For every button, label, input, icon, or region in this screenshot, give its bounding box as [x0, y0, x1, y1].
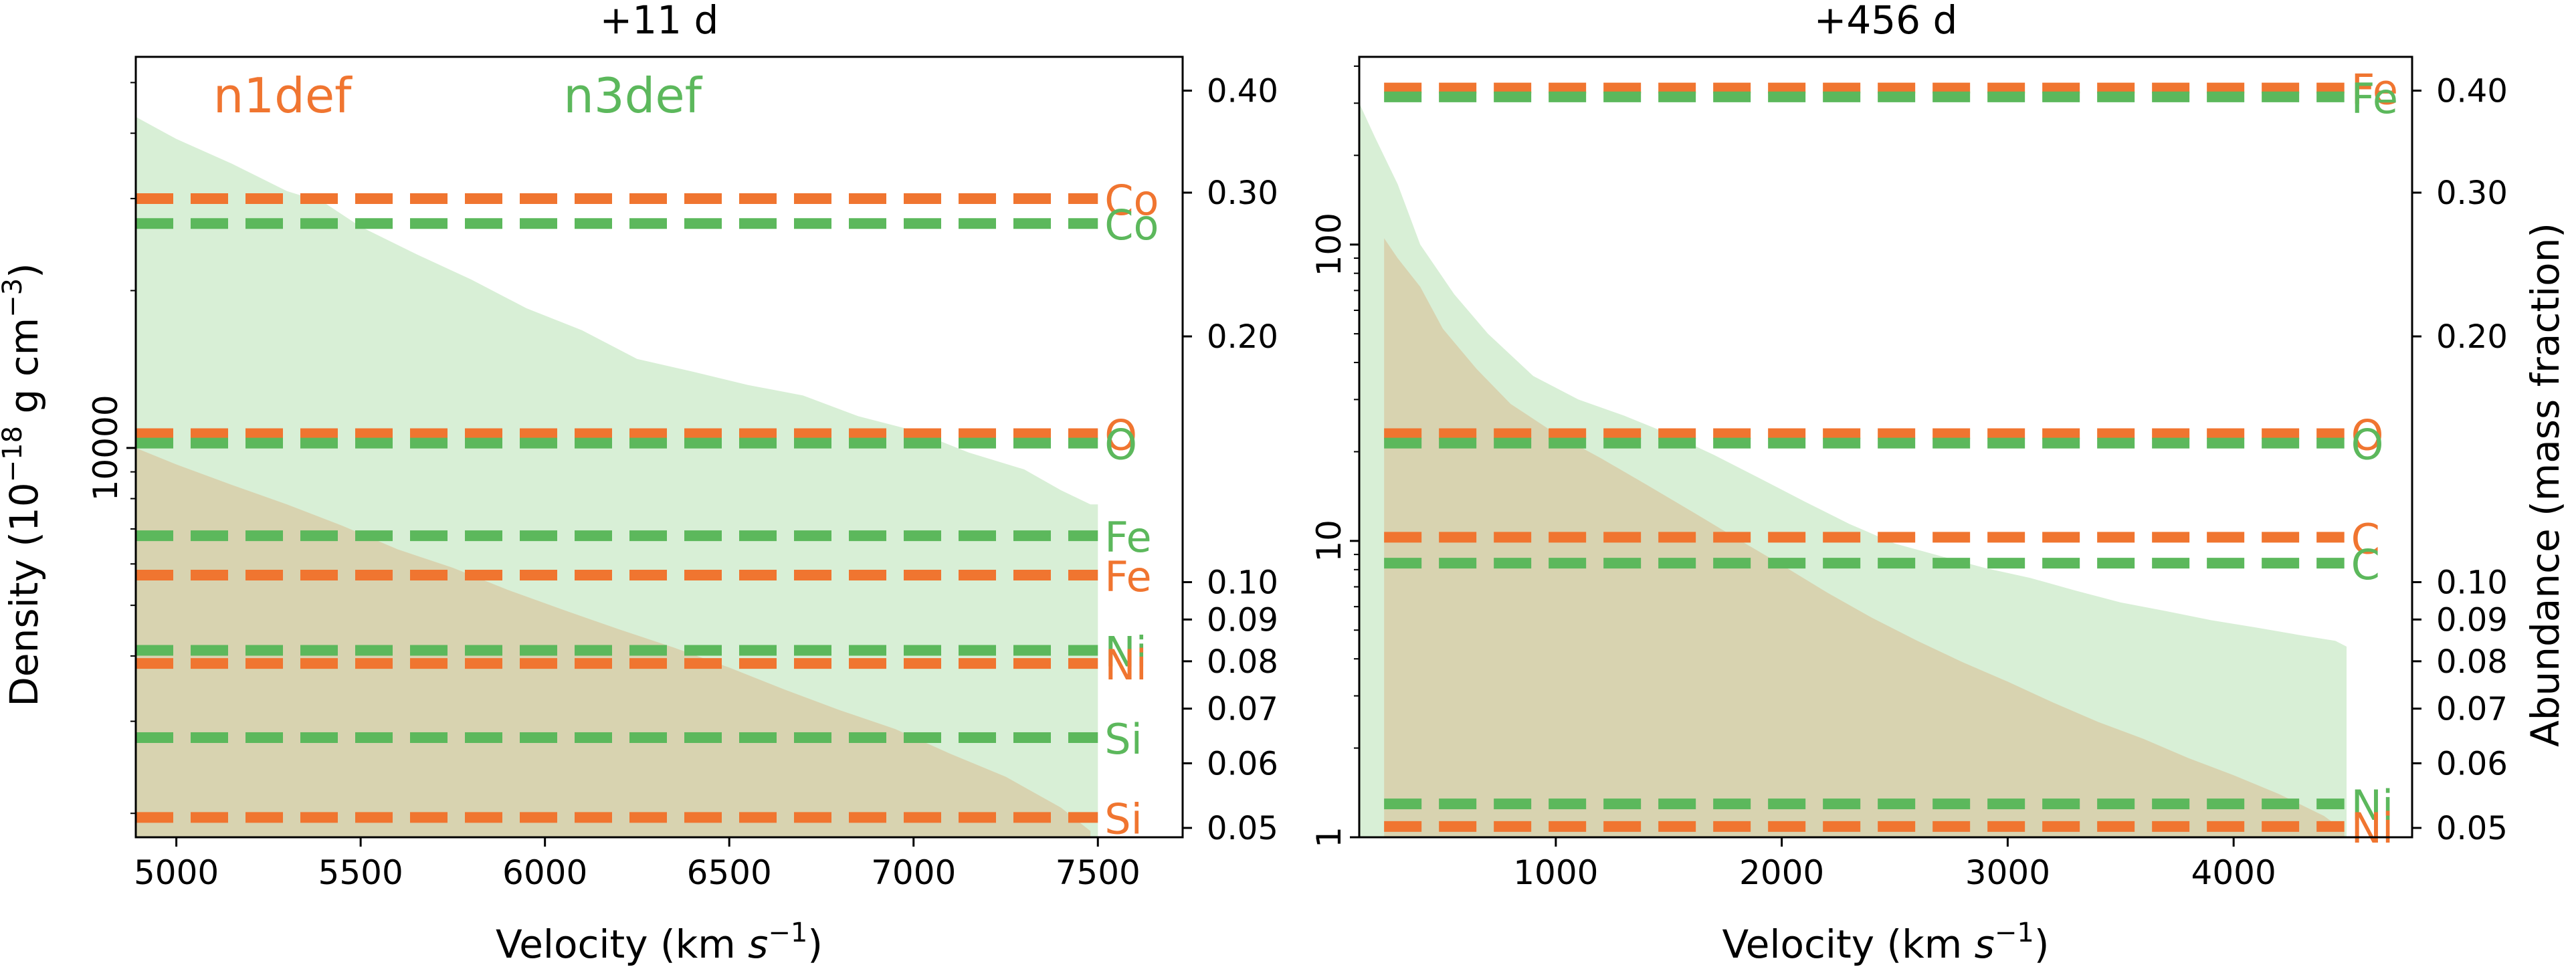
x-tick-label: 5000 [134, 853, 219, 892]
x-axis-label-exp: −1 [1995, 918, 2034, 948]
x-tick-label: 5500 [318, 853, 403, 892]
abundance-tick-label: 0.30 [2436, 175, 2508, 212]
abundance-tick-label: 0.08 [2436, 643, 2508, 681]
abundance-label-si-n3def: Si [1104, 715, 1143, 764]
abundance-tick-label: 0.05 [1207, 810, 1278, 847]
panel-title: +11 d [600, 0, 719, 43]
abundance-tick-label: 0.06 [2436, 745, 2508, 782]
abundance-tick-label: 0.20 [2436, 318, 2508, 356]
x-axis-label-unit: s [748, 922, 768, 967]
abundance-label-c-n1def: C [2351, 514, 2380, 563]
x-axis-label-end: ) [807, 922, 823, 967]
x-tick-label: 4000 [2191, 853, 2276, 892]
abundance-label-fe-n3def: Fe [1104, 513, 1151, 562]
density-area-n1def [1384, 238, 2345, 837]
x-tick-label: 6000 [502, 853, 587, 892]
abundance-tick-label: 0.40 [1207, 73, 1278, 110]
density-tick-label: 1 [1310, 827, 1349, 848]
abundance-label-o-n1def: O [2351, 411, 2384, 460]
abundance-label-o-n1def: O [1104, 411, 1137, 460]
abundance-label-ni-n3def: Ni [1104, 628, 1147, 677]
x-tick-label: 2000 [1739, 853, 1824, 892]
x-tick-label: 7000 [871, 853, 956, 892]
x-axis-label-unit: s [1975, 922, 1995, 967]
abundance-label-fe-n1def: Fe [1104, 552, 1151, 601]
x-tick-label: 6500 [687, 853, 772, 892]
abundance-label-ni-n1def: Ni [1104, 641, 1147, 689]
abundance-tick-label: 0.05 [2436, 810, 2508, 847]
x-tick-label: 3000 [1965, 853, 2050, 892]
abundance-tick-label: 0.09 [1207, 601, 1278, 639]
density-axis-label-exp: −18 [0, 426, 28, 482]
panel-title: +456 d [1814, 0, 1958, 43]
abundance-label-c-n3def: C [2351, 540, 2380, 589]
plot-frame [1358, 56, 2413, 839]
abundance-tick-label: 0.08 [1207, 643, 1278, 681]
abundance-tick-label: 0.10 [2436, 564, 2508, 602]
abundance-label-co-n1def: Co [1104, 176, 1159, 225]
abundance-tick-label: 0.09 [2436, 601, 2508, 639]
abundance-label-co-n3def: Co [1104, 201, 1159, 249]
abundance-tick-label: 0.10 [1207, 564, 1278, 602]
x-axis-label-text: Velocity (km [1722, 922, 1975, 967]
density-axis-label-unit: g cm [1, 318, 47, 426]
legend-n3def: n3def [563, 68, 702, 124]
abundance-label-si-n1def: Si [1104, 794, 1143, 843]
abundance-label-fe-n1def: Fe [2351, 66, 2398, 114]
density-axis-label-text: Density (10 [1, 482, 47, 706]
abundance-label-o-n3def: O [1104, 421, 1137, 469]
x-axis-label-exp: −1 [768, 918, 807, 948]
abundance-tick-label: 0.06 [1207, 745, 1278, 782]
legend-n1def: n1def [213, 68, 353, 124]
abundance-label-ni-n3def: Ni [2351, 781, 2394, 830]
x-axis-label-end: ) [2034, 922, 2050, 967]
density-tick-label: 10000 [86, 395, 125, 501]
abundance-tick-label: 0.20 [1207, 318, 1278, 356]
abundance-label-ni-n1def: Ni [2351, 804, 2394, 853]
x-axis-label-text: Velocity (km [496, 922, 748, 967]
x-axis-label: Velocity (km s−1) [1722, 918, 2050, 967]
density-tick-label: 100 [1310, 213, 1349, 276]
density-tick-label: 10 [1310, 520, 1349, 562]
density-axis-label: Density (10−18 g cm−3) [0, 263, 47, 706]
abundance-axis-label: Abundance (mass fraction) [2522, 223, 2568, 747]
abundance-label-o-n3def: O [2351, 421, 2384, 469]
abundance-tick-label: 0.30 [1207, 175, 1278, 212]
abundance-label-fe-n3def: Fe [2351, 74, 2398, 123]
abundance-tick-label: 0.07 [1207, 691, 1278, 728]
density-axis-label-end: ) [1, 263, 47, 278]
x-tick-label: 1000 [1513, 853, 1598, 892]
x-tick-label: 7500 [1056, 853, 1141, 892]
x-axis-label: Velocity (km s−1) [496, 918, 823, 967]
abundance-tick-label: 0.07 [2436, 691, 2508, 728]
density-axis-label-exp2: −3 [0, 278, 28, 318]
abundance-tick-label: 0.40 [2436, 73, 2508, 110]
